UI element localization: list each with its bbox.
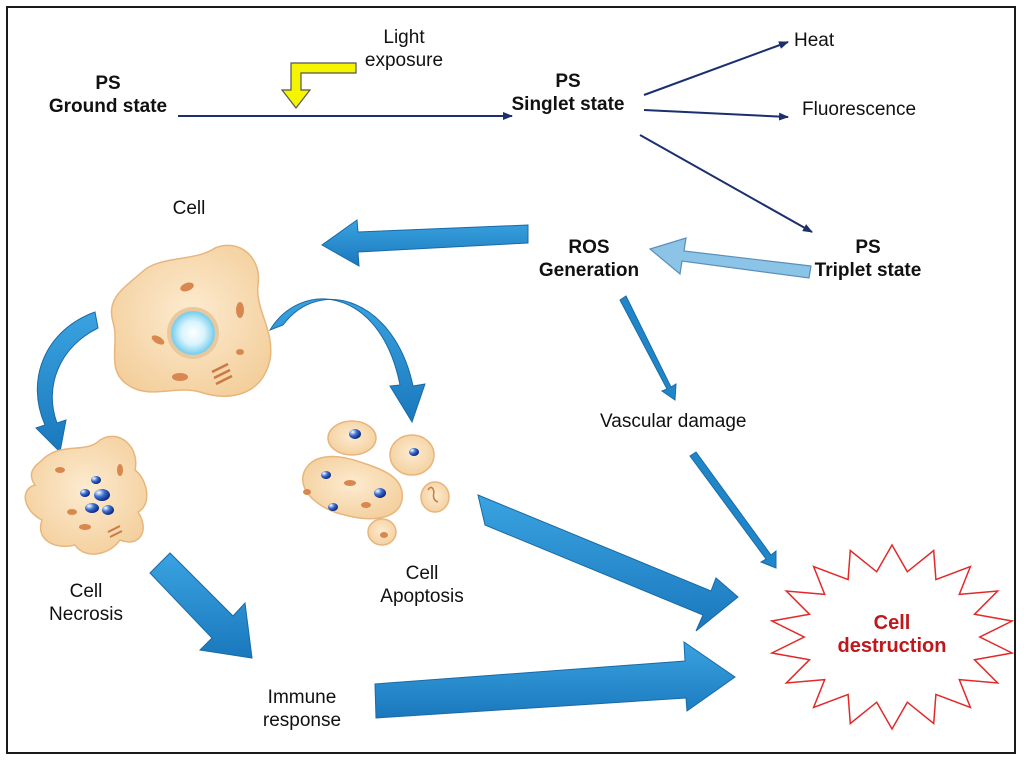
ros-generation-label: ROS Generation	[538, 237, 640, 281]
ps-triplet-state-label: PS Triplet state	[814, 237, 922, 281]
ros-to-cell-arrow	[321, 219, 529, 267]
cell-to-necrosis-curved-arrow	[35, 311, 99, 454]
ros-to-vascular-arrow	[619, 295, 677, 401]
cell-necrosis-label: Cell Necrosis	[49, 581, 123, 625]
yellow-bent-arrow-icon	[280, 62, 357, 109]
necrotic-cell-icon	[24, 435, 148, 555]
heat-label: Heat	[794, 30, 835, 51]
light-exposure-label: Light exposure	[364, 27, 444, 71]
cell-icon	[110, 244, 272, 397]
vascular-to-destruction-arrow	[689, 451, 777, 569]
immune-response-label: Immune response	[262, 687, 342, 731]
singlet-to-fluorescence-arrow	[643, 109, 789, 121]
diagram-frame	[6, 6, 1016, 754]
vascular-damage-label: Vascular damage	[600, 411, 747, 432]
cell-apoptosis-label: Cell Apoptosis	[380, 563, 464, 607]
cell-destruction-label: Cell destruction	[837, 612, 947, 657]
fluorescence-label: Fluorescence	[802, 99, 917, 120]
cell-to-apoptosis-curved-arrow	[268, 298, 426, 424]
singlet-to-triplet-arrow	[639, 134, 813, 233]
apoptotic-cell-icon	[302, 420, 450, 546]
starburst-icon	[769, 543, 1015, 731]
triplet-to-ros-arrow	[648, 237, 812, 279]
immune-to-destruction-arrow	[374, 641, 736, 719]
cell-label: Cell	[172, 198, 206, 219]
ps-ground-state-label: PS Ground state	[48, 73, 168, 117]
ps-singlet-state-label: PS Singlet state	[511, 71, 625, 115]
necrosis-to-immune-arrow	[149, 552, 253, 659]
apoptosis-to-destruction-arrow	[477, 494, 739, 632]
singlet-to-heat-arrow	[643, 41, 789, 96]
